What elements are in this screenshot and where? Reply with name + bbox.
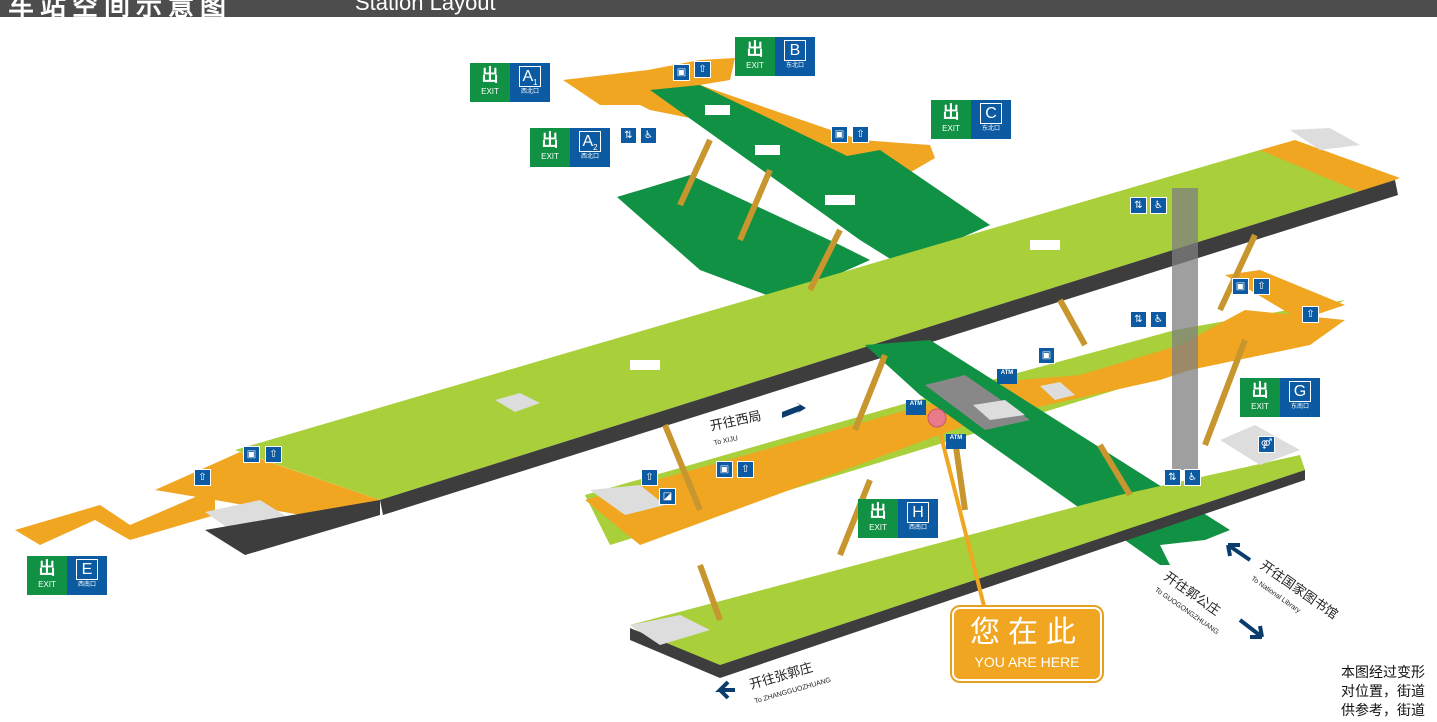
block — [1290, 128, 1360, 150]
stair — [837, 478, 873, 557]
skylight — [825, 195, 855, 205]
ticket-gate-icon: ⇧ — [641, 469, 658, 486]
platform-upper-orange-end — [1260, 140, 1400, 192]
accessible-icon: ♿ — [640, 127, 657, 144]
skylight — [1030, 240, 1060, 250]
skylight — [705, 105, 730, 115]
ticket-gate-icon: ⇧ — [1253, 278, 1270, 295]
ticket-machine-icon: ▣ — [716, 461, 733, 478]
stair — [1097, 443, 1133, 497]
ticket-machine-icon: ▣ — [1038, 347, 1055, 364]
ticket-gate-icon: ⇧ — [852, 126, 869, 143]
ticket-gate-icon: ⇧ — [694, 61, 711, 78]
stair — [737, 168, 773, 242]
disclaimer-note: 本图经过变形 对位置，街道 供参考，街道 — [1341, 665, 1425, 719]
platform-middle-orange — [585, 310, 1345, 545]
stair — [677, 138, 713, 207]
platform-lower-edge — [630, 470, 1305, 678]
header-bar: 车站空间示意图 Station Layout — [0, 0, 1437, 17]
accessible-icon: ♿ — [1150, 197, 1167, 214]
ticket-machine-icon: ▣ — [243, 446, 260, 463]
accessible-icon: ♿ — [1184, 469, 1201, 486]
north-ne-green — [825, 150, 990, 240]
atm-icon: ATM — [906, 400, 926, 415]
platform-upper-west-orange — [155, 452, 380, 520]
arrow-right — [782, 402, 806, 418]
atm-icon: ATM — [997, 369, 1017, 384]
elevator-icon: ⇅ — [620, 127, 637, 144]
skylight — [755, 145, 780, 155]
elevator-icon: ⇅ — [1130, 311, 1147, 328]
ticket-machine-icon: ▣ — [831, 126, 848, 143]
arrow-left — [715, 680, 735, 700]
stair — [1217, 233, 1258, 312]
stair — [662, 423, 703, 512]
arrow-right — [1238, 618, 1264, 639]
ticket-gate-icon: ⇧ — [737, 461, 754, 478]
skylight — [630, 360, 660, 370]
block — [590, 485, 665, 515]
toilet-icon: ⚤ — [1258, 436, 1275, 453]
platform-upper — [235, 150, 1395, 500]
marker-pointer — [935, 419, 987, 611]
block — [973, 400, 1025, 420]
page-title: 车站空间示意图 — [8, 0, 233, 17]
ticket-gate-icon: ⇧ — [194, 469, 211, 486]
elevator-icon: ⇅ — [1164, 469, 1181, 486]
accessible-icon: ♿ — [1150, 311, 1167, 328]
elevator-shaft — [1172, 188, 1198, 470]
platform-lower — [630, 455, 1305, 665]
you-are-here-label: 您在此 YOU ARE HERE — [952, 607, 1102, 681]
stair — [697, 563, 723, 622]
ticket-machine-icon: ▣ — [1232, 278, 1249, 295]
stair — [1202, 338, 1248, 447]
west-edge — [205, 500, 380, 555]
ticket-machine-icon: ▣ — [673, 64, 690, 81]
atm-icon: ATM — [946, 434, 966, 449]
stair — [807, 228, 843, 292]
stair — [952, 439, 968, 511]
ticket-gate-icon: ⇧ — [265, 446, 282, 463]
service-icon: ◪ — [659, 488, 676, 505]
north-corridor-green — [650, 85, 990, 265]
stair — [852, 353, 888, 432]
ticket-gate-icon: ⇧ — [1302, 306, 1319, 323]
block — [1040, 382, 1075, 400]
block — [495, 393, 540, 412]
elevator-icon: ⇅ — [1130, 197, 1147, 214]
arrow-left — [1226, 543, 1252, 562]
west-exit-passage — [15, 495, 215, 545]
stair — [1057, 298, 1088, 347]
platform-lower-block — [630, 615, 710, 645]
you-are-here-dot — [927, 408, 947, 428]
page-title-en: Station Layout — [355, 0, 496, 15]
